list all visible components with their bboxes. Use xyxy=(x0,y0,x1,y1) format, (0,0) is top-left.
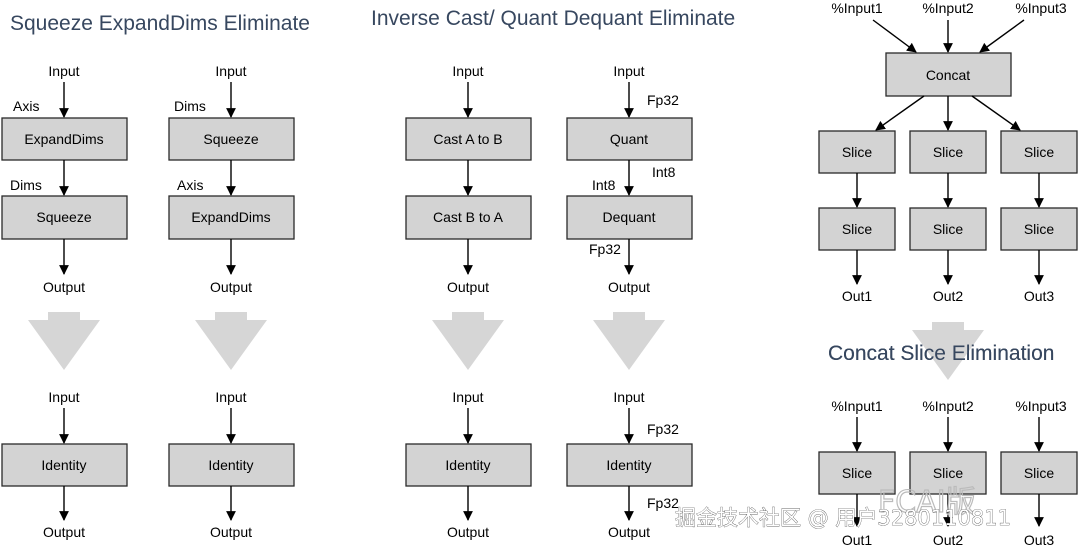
squeeze-node xyxy=(1,195,128,240)
expanddims-node-label: ExpandDims xyxy=(191,209,270,225)
flow-arrow xyxy=(875,95,925,131)
input-label: Input xyxy=(452,63,483,79)
concat-node-label: Concat xyxy=(926,67,970,83)
title-cast-quant: Inverse Cast/ Quant Dequant Eliminate xyxy=(371,7,735,30)
slice-node-label: Slice xyxy=(842,144,873,160)
out3-label: Out3 xyxy=(1024,532,1055,547)
out2-label: Out2 xyxy=(933,532,964,547)
input-label: Input xyxy=(613,63,644,79)
output-label: Output xyxy=(43,279,85,295)
int8-label: Int8 xyxy=(652,164,676,180)
transform-arrow-icon xyxy=(432,312,504,370)
expanddims-node-label: ExpandDims xyxy=(24,131,103,147)
identity-node xyxy=(405,443,532,487)
title-squeeze-expanddims: Squeeze ExpandDims Eliminate xyxy=(10,12,310,35)
slice-node xyxy=(1000,451,1078,495)
dequant-node-label: Dequant xyxy=(603,209,656,225)
slice-node-label: Slice xyxy=(1024,221,1055,237)
dims-label: Dims xyxy=(10,177,42,193)
slice-node xyxy=(909,130,987,174)
output-label: Output xyxy=(447,279,489,295)
slice-node xyxy=(1000,207,1078,251)
out1-label: Out1 xyxy=(842,532,873,547)
flow-arrow xyxy=(872,19,917,53)
dequant-node xyxy=(566,195,693,240)
concat-input-1-label: %Input1 xyxy=(831,398,883,414)
out2-label: Out2 xyxy=(933,288,964,304)
output-label: Output xyxy=(608,279,650,295)
cast-a-to-b-node xyxy=(405,117,532,161)
slice-node-label: Slice xyxy=(842,465,873,481)
identity-node xyxy=(1,443,128,487)
flow-arrow xyxy=(979,19,1025,53)
concat-node xyxy=(885,52,1012,97)
concat-input-3-label: %Input3 xyxy=(1015,0,1067,16)
slice-node-label: Slice xyxy=(933,144,964,160)
slice-node xyxy=(818,207,896,251)
concat-input-3-label: %Input3 xyxy=(1015,398,1067,414)
output-label: Output xyxy=(210,524,252,540)
input-label: Input xyxy=(613,389,644,405)
cast-b-to-a-node xyxy=(405,195,532,240)
watermark-logo: FCAI版 xyxy=(878,485,976,520)
out1-label: Out1 xyxy=(842,288,873,304)
watermark-text: 掘金技术社区 @ 用户3280110811 xyxy=(675,506,1011,530)
transform-arrow-icon xyxy=(912,322,984,380)
concat-input-2-label: %Input2 xyxy=(922,398,974,414)
transform-arrow-icon xyxy=(593,312,665,370)
slice-node-label: Slice xyxy=(1024,465,1055,481)
input-label: Input xyxy=(215,389,246,405)
identity-node-label: Identity xyxy=(41,457,86,473)
transform-arrow-icon xyxy=(195,312,267,370)
slice-node xyxy=(1000,130,1078,174)
input-label: Input xyxy=(452,389,483,405)
slice-node-label: Slice xyxy=(933,221,964,237)
identity-node-label: Identity xyxy=(445,457,490,473)
fp32-label: Fp32 xyxy=(647,495,679,511)
int8-label: Int8 xyxy=(592,177,616,193)
squeeze-node-label: Squeeze xyxy=(36,209,91,225)
input-label: Input xyxy=(48,63,79,79)
fp32-label: Fp32 xyxy=(647,92,679,108)
output-label: Output xyxy=(43,524,85,540)
slice-node-label: Slice xyxy=(1024,144,1055,160)
input-label: Input xyxy=(215,63,246,79)
cast-b-to-a-label: Cast B to A xyxy=(433,209,504,225)
quant-node xyxy=(566,117,693,161)
identity-node-label: Identity xyxy=(606,457,651,473)
cast-a-to-b-label: Cast A to B xyxy=(433,131,502,147)
squeeze-node-label: Squeeze xyxy=(203,131,258,147)
quant-node-label: Quant xyxy=(610,131,648,147)
slice-node-label: Slice xyxy=(933,465,964,481)
transform-arrow-icon xyxy=(28,312,100,370)
output-label: Output xyxy=(608,524,650,540)
slice-node xyxy=(909,451,987,495)
identity-node-label: Identity xyxy=(208,457,253,473)
fp32-label: Fp32 xyxy=(589,241,621,257)
flow-arrow xyxy=(971,95,1021,131)
slice-node-label: Slice xyxy=(842,221,873,237)
concat-input-1-label: %Input1 xyxy=(831,0,883,16)
title-concat-slice-overlay: Concat Slice Elimination xyxy=(828,342,1054,365)
axis-label: Axis xyxy=(177,177,203,193)
slice-node xyxy=(818,451,896,495)
output-label: Output xyxy=(210,279,252,295)
axis-label: Axis xyxy=(13,98,39,114)
concat-input-2-label: %Input2 xyxy=(922,0,974,16)
out3-label: Out3 xyxy=(1024,288,1055,304)
dims-label: Dims xyxy=(174,98,206,114)
slice-node xyxy=(909,207,987,251)
expanddims-node xyxy=(1,117,128,161)
input-label: Input xyxy=(48,389,79,405)
slice-node xyxy=(818,130,896,174)
fp32-label: Fp32 xyxy=(647,421,679,437)
output-label: Output xyxy=(447,524,489,540)
